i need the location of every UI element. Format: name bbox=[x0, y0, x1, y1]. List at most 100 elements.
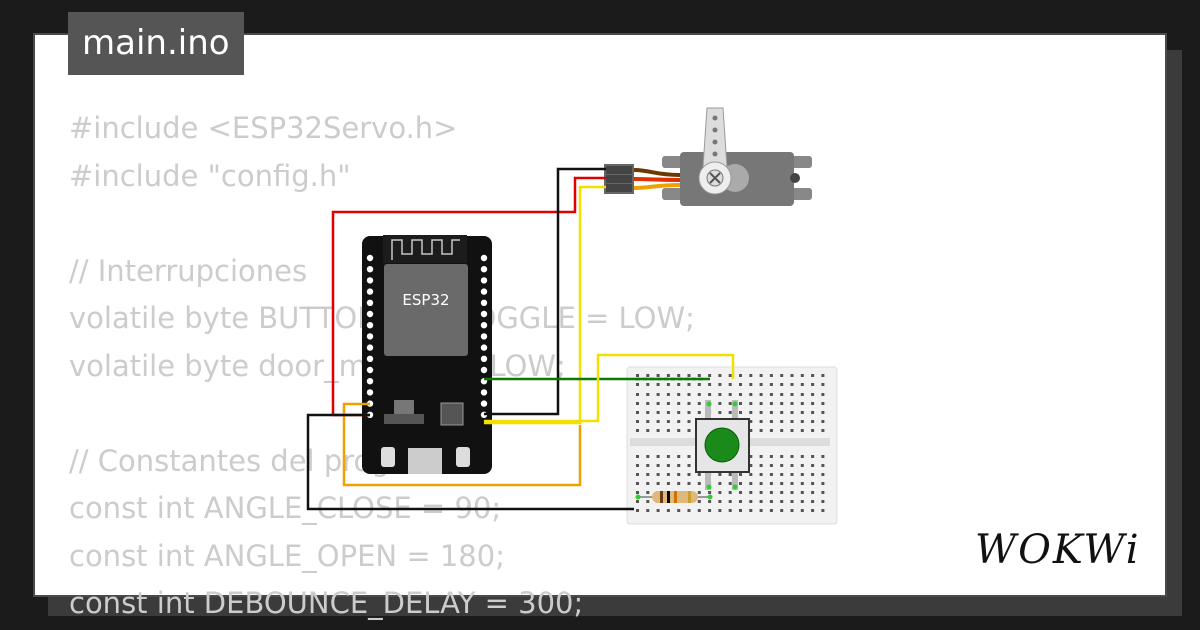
resistor[interactable] bbox=[638, 491, 712, 503]
breadboard-hole bbox=[646, 420, 650, 423]
breadboard-hole bbox=[708, 393, 712, 396]
breadboard-hole bbox=[646, 429, 650, 432]
header-pin[interactable] bbox=[366, 266, 374, 273]
breadboard-hole bbox=[646, 500, 650, 503]
breadboard-hole bbox=[780, 455, 784, 458]
breadboard-hole bbox=[749, 383, 753, 386]
wires bbox=[306, 167, 735, 511]
header-pin[interactable] bbox=[366, 366, 374, 374]
header-pin[interactable] bbox=[366, 322, 374, 329]
header-pin[interactable] bbox=[480, 299, 488, 306]
breadboard-hole bbox=[811, 411, 815, 414]
breadboard-hole bbox=[739, 402, 742, 405]
header-pin[interactable] bbox=[480, 288, 488, 295]
breadboard-hole bbox=[780, 383, 784, 386]
header-pin[interactable] bbox=[366, 333, 374, 340]
breadboard-hole bbox=[646, 491, 650, 494]
breadboard-hole bbox=[708, 500, 712, 503]
breadboard-hole bbox=[749, 429, 753, 432]
breadboard-hole bbox=[811, 464, 815, 467]
breadboard-hole bbox=[646, 455, 650, 458]
breadboard-hole bbox=[749, 464, 753, 467]
breadboard-hole bbox=[718, 509, 722, 512]
header-pin[interactable] bbox=[480, 254, 488, 262]
breadboard-hole bbox=[811, 491, 815, 494]
breadboard-hole bbox=[656, 402, 660, 405]
breadboard-hole bbox=[821, 393, 825, 396]
breadboard-hole bbox=[697, 500, 701, 503]
header-pin[interactable] bbox=[366, 254, 374, 262]
breadboard-hole bbox=[739, 473, 742, 476]
breadboard-hole bbox=[790, 482, 794, 485]
header-pin[interactable] bbox=[366, 355, 374, 362]
breadboard-hole bbox=[759, 383, 763, 386]
breadboard-hole bbox=[790, 393, 794, 396]
header-pin[interactable] bbox=[366, 310, 374, 318]
header-pin[interactable] bbox=[366, 299, 374, 306]
breadboard-hole bbox=[666, 420, 670, 423]
breadboard-hole bbox=[769, 420, 773, 423]
breadboard-hole bbox=[708, 374, 712, 377]
breadboard-hole bbox=[687, 383, 691, 386]
code-line: #include <ESP32Servo.h> bbox=[69, 111, 458, 145]
breadboard-hole bbox=[636, 509, 639, 512]
esp32-board[interactable]: ESP32 bbox=[362, 235, 492, 474]
breadboard-hole bbox=[749, 420, 753, 423]
servo-motor[interactable] bbox=[604, 107, 812, 206]
header-pin[interactable] bbox=[366, 344, 374, 351]
breadboard-hole bbox=[749, 509, 753, 512]
breadboard-hole bbox=[687, 393, 691, 396]
breadboard-hole bbox=[759, 455, 763, 458]
header-pin[interactable] bbox=[480, 266, 488, 273]
breadboard-hole bbox=[769, 455, 773, 458]
breadboard-hole bbox=[780, 491, 784, 494]
breadboard-hole bbox=[811, 393, 815, 396]
pin-indicators bbox=[635, 401, 738, 500]
breadboard-hole bbox=[759, 374, 763, 377]
code-line: const int ANGLE_OPEN = 180; bbox=[69, 538, 505, 573]
push-button[interactable] bbox=[695, 400, 750, 490]
breadboard-hole bbox=[656, 411, 660, 414]
header-pin[interactable] bbox=[366, 277, 374, 284]
breadboard-hole bbox=[759, 411, 763, 414]
breadboard-hole bbox=[656, 383, 660, 386]
breadboard-hole bbox=[656, 429, 660, 432]
header-pin[interactable] bbox=[480, 400, 488, 407]
header-pin[interactable] bbox=[480, 277, 488, 284]
file-tab[interactable]: main.ino bbox=[68, 12, 244, 75]
breadboard-hole bbox=[800, 491, 804, 494]
breadboard-hole bbox=[666, 455, 670, 458]
header-pin[interactable] bbox=[480, 344, 488, 351]
header-pin[interactable] bbox=[366, 378, 374, 385]
code-editor[interactable]: #include <ESP32Servo.h> #include "config.… bbox=[69, 105, 695, 628]
breadboard-hole bbox=[728, 402, 732, 405]
breadboard-hole bbox=[677, 411, 681, 414]
breadboard-hole bbox=[790, 491, 794, 494]
header-pin[interactable] bbox=[480, 355, 488, 362]
breadboard-hole bbox=[769, 429, 773, 432]
breadboard-hole bbox=[636, 482, 639, 485]
breadboard-hole bbox=[687, 429, 691, 432]
header-pin[interactable] bbox=[366, 389, 374, 396]
breadboard-hole bbox=[800, 455, 804, 458]
code-line: #include "config.h" bbox=[69, 158, 351, 193]
breadboard-hole bbox=[821, 374, 825, 377]
header-pin[interactable] bbox=[480, 333, 488, 340]
breadboard-hole bbox=[790, 411, 794, 414]
code-line: volatile byte BUTTON_INT_TOGGLE = LOW; bbox=[69, 301, 695, 335]
breadboard-hole bbox=[790, 473, 794, 476]
wokwi-logo: WOKWi bbox=[975, 527, 1141, 573]
breadboard-hole bbox=[821, 420, 825, 423]
breadboard-hole bbox=[677, 374, 681, 377]
header-pin[interactable] bbox=[480, 389, 488, 396]
breadboard-hole bbox=[800, 473, 804, 476]
header-pin[interactable] bbox=[480, 322, 488, 329]
header-pin[interactable] bbox=[480, 310, 488, 318]
breadboard-hole bbox=[718, 500, 722, 503]
header-pin[interactable] bbox=[366, 288, 374, 295]
breadboard-hole bbox=[636, 402, 639, 405]
breadboard-hole bbox=[636, 429, 639, 432]
breadboard-hole bbox=[759, 491, 763, 494]
breadboard-hole bbox=[790, 374, 794, 377]
header-pin[interactable] bbox=[480, 366, 488, 374]
